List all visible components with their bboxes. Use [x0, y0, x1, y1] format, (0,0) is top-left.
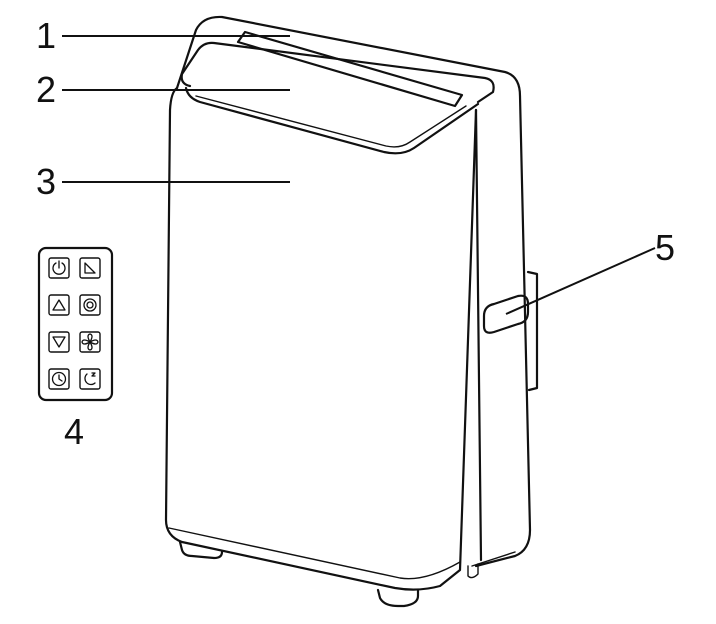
temp-down-icon — [52, 336, 66, 348]
unit-body — [164, 15, 532, 591]
side-handle — [482, 270, 539, 392]
timer-icon — [51, 371, 67, 387]
callout-5: 5 — [655, 227, 675, 268]
callout-3: 3 — [36, 161, 56, 202]
wheels — [178, 540, 479, 608]
air-outlet-louver — [184, 86, 480, 155]
remote-control — [37, 246, 114, 402]
remote-button-temp-up — [48, 294, 70, 316]
callout-4: 4 — [64, 411, 84, 452]
swing-icon — [83, 298, 97, 312]
top-panel — [180, 30, 495, 108]
fan-speed-icon — [81, 333, 99, 351]
remote-button-temp-down — [48, 331, 70, 353]
callout-1: 1 — [36, 15, 56, 56]
remote-button-sleep — [79, 368, 101, 390]
temp-up-icon — [52, 299, 66, 311]
callout-2: 2 — [36, 69, 56, 110]
leader-line-5 — [505, 247, 656, 315]
sleep-icon — [84, 372, 96, 386]
remote-button-swing — [79, 294, 101, 316]
mode-icon — [84, 262, 96, 274]
power-icon — [52, 260, 66, 275]
